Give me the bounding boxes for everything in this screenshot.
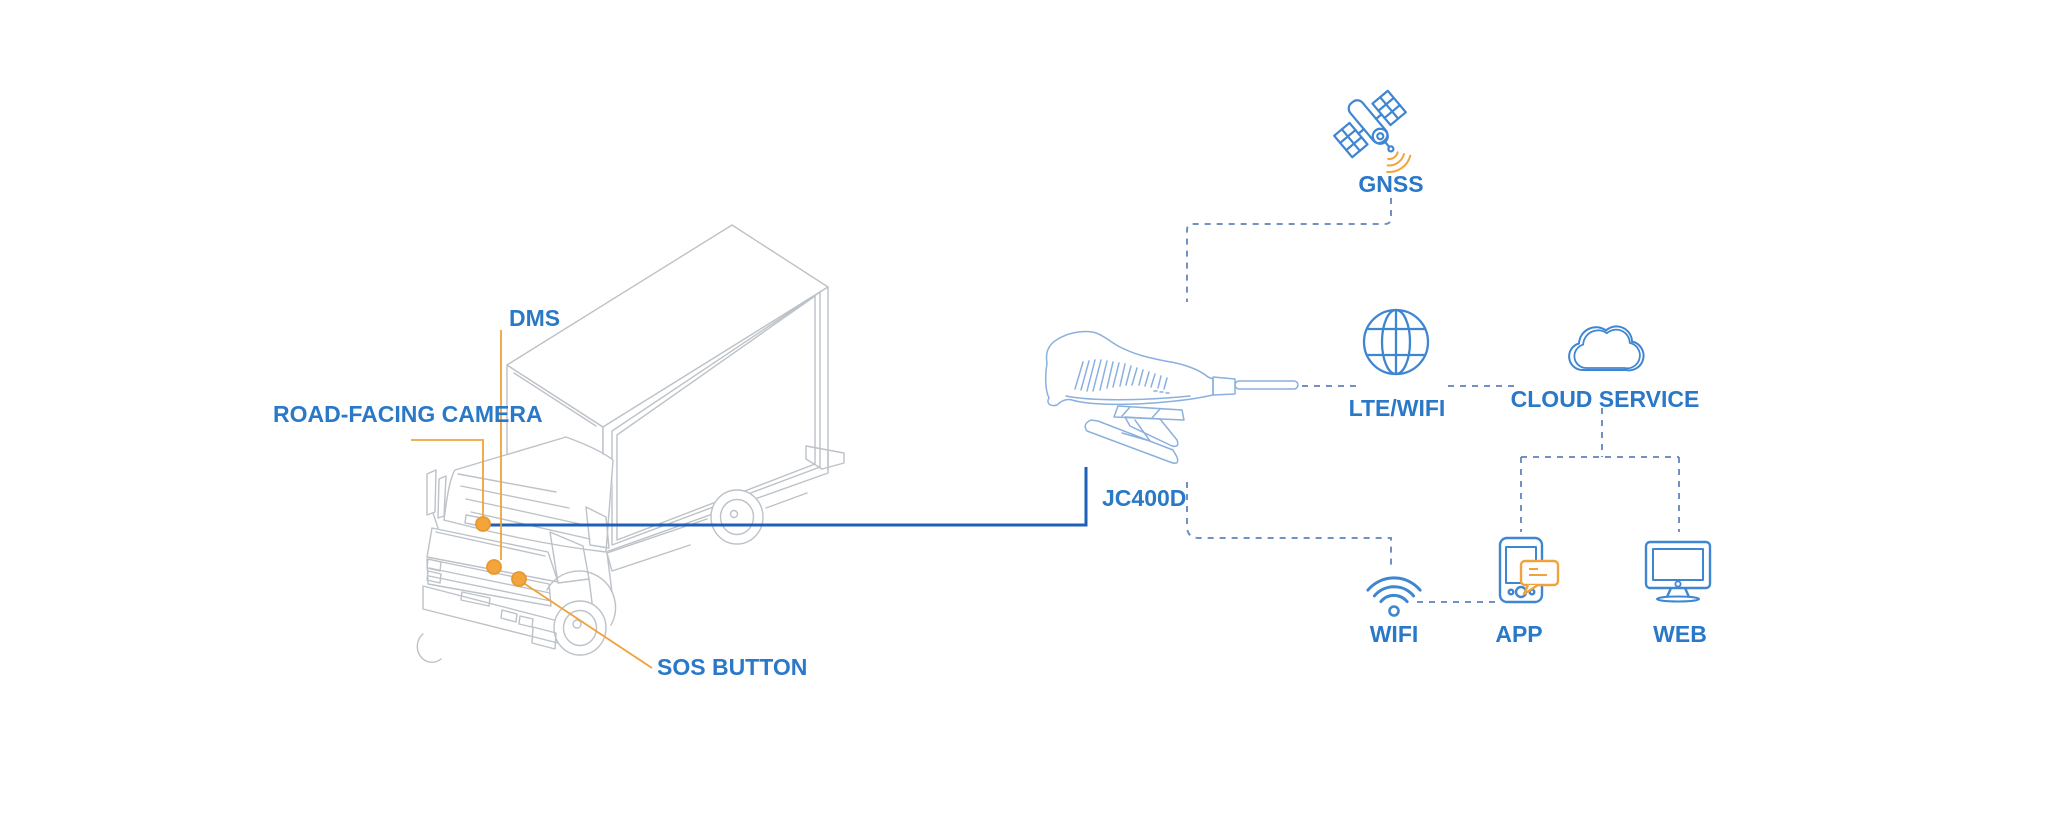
label-jc400d: JC400D (1102, 485, 1187, 511)
device-vents (1074, 359, 1168, 392)
monitor-icon (1644, 540, 1712, 603)
gnss-signal-waves (1386, 151, 1412, 173)
chat-bubble-icon (1519, 559, 1560, 596)
device-mount (1084, 405, 1185, 464)
jc400d-device-illustration (1044, 330, 1299, 464)
device-cable (1212, 376, 1236, 396)
leader-road-facing-camera (411, 439, 484, 517)
dot-road-facing-camera (475, 516, 491, 532)
label-lte-wifi: LTE/WIFI (1348, 395, 1446, 421)
label-app: APP (1495, 621, 1543, 647)
truck-rear-bracket (805, 445, 845, 471)
leader-sos-button (521, 581, 653, 669)
phone-icon (1498, 536, 1560, 604)
device-body (1044, 330, 1214, 407)
truck-illustration (416, 224, 845, 664)
truck-rear-wheel (710, 489, 764, 545)
connector-cloud-tee (1520, 408, 1680, 532)
globe-icon (1362, 308, 1430, 376)
satellite-icon (1333, 89, 1412, 173)
dot-sos-button (511, 571, 527, 587)
label-sos-button: SOS BUTTON (657, 654, 808, 680)
label-web: WEB (1653, 621, 1707, 647)
connector-device-gnss (1186, 198, 1392, 302)
link-camera-to-device (483, 467, 1088, 527)
vehicle-callouts (411, 330, 653, 669)
label-cloud-service: CLOUD SERVICE (1510, 386, 1700, 412)
cloud-icon (1568, 325, 1645, 372)
wifi-icon (1366, 576, 1422, 617)
label-road-facing-camera: ROAD-FACING CAMERA (273, 401, 543, 427)
dot-dms (486, 559, 502, 575)
truck-mirrors (426, 469, 447, 529)
label-wifi: WIFI (1369, 621, 1419, 647)
truck-chassis (606, 492, 808, 572)
label-gnss: GNSS (1358, 171, 1424, 197)
connector-device-wifi (1186, 482, 1392, 566)
truck-front-wheel (553, 600, 607, 656)
dashed-connectors (1186, 198, 1680, 603)
label-dms: DMS (509, 305, 561, 331)
